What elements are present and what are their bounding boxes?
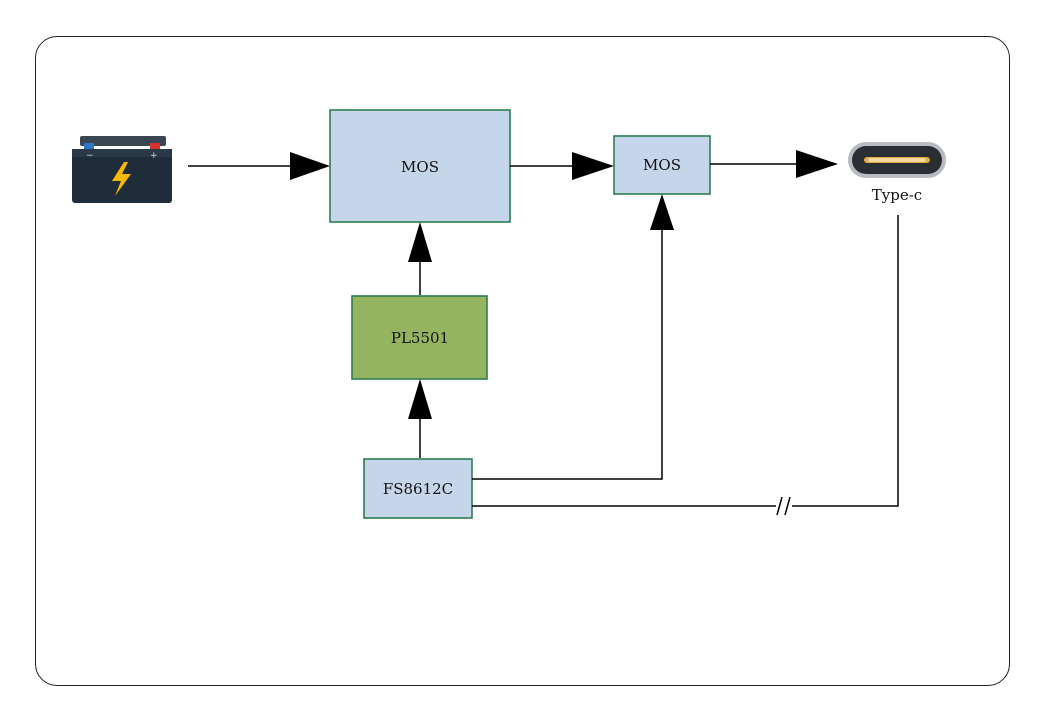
arrow-mos-to-typec [710, 150, 838, 178]
mos-small-block: MOS [613, 135, 711, 195]
fs8612c-label: FS8612C [383, 480, 453, 498]
diagram-frame [35, 36, 1010, 686]
arrow-fs8612c-to-mos-small [472, 194, 674, 480]
arrow-mos-to-mos [510, 152, 614, 180]
line-fs8612c-to-typec [472, 215, 899, 516]
pl5501-block: PL5501 [351, 295, 488, 380]
pl5501-label: PL5501 [391, 329, 449, 347]
line-break-symbol [776, 496, 791, 516]
arrow-pl5501-to-mos [408, 222, 432, 295]
svg-text:−: − [86, 151, 94, 161]
mos-main-block: MOS [329, 109, 511, 223]
arrow-fs8612c-to-pl5501 [408, 379, 432, 458]
positive-terminal [150, 143, 160, 151]
usb-typec-port-icon [848, 142, 946, 178]
lightning-bolt-icon [112, 162, 131, 196]
typec-label: Type-c [872, 186, 922, 204]
negative-terminal [84, 143, 94, 151]
car-battery-icon: − + [72, 136, 172, 203]
mos-main-label: MOS [401, 158, 439, 176]
mos-small-label: MOS [643, 156, 681, 174]
arrow-battery-to-mos [188, 152, 330, 180]
fs8612c-block: FS8612C [363, 458, 473, 519]
svg-text:+: + [150, 151, 158, 161]
